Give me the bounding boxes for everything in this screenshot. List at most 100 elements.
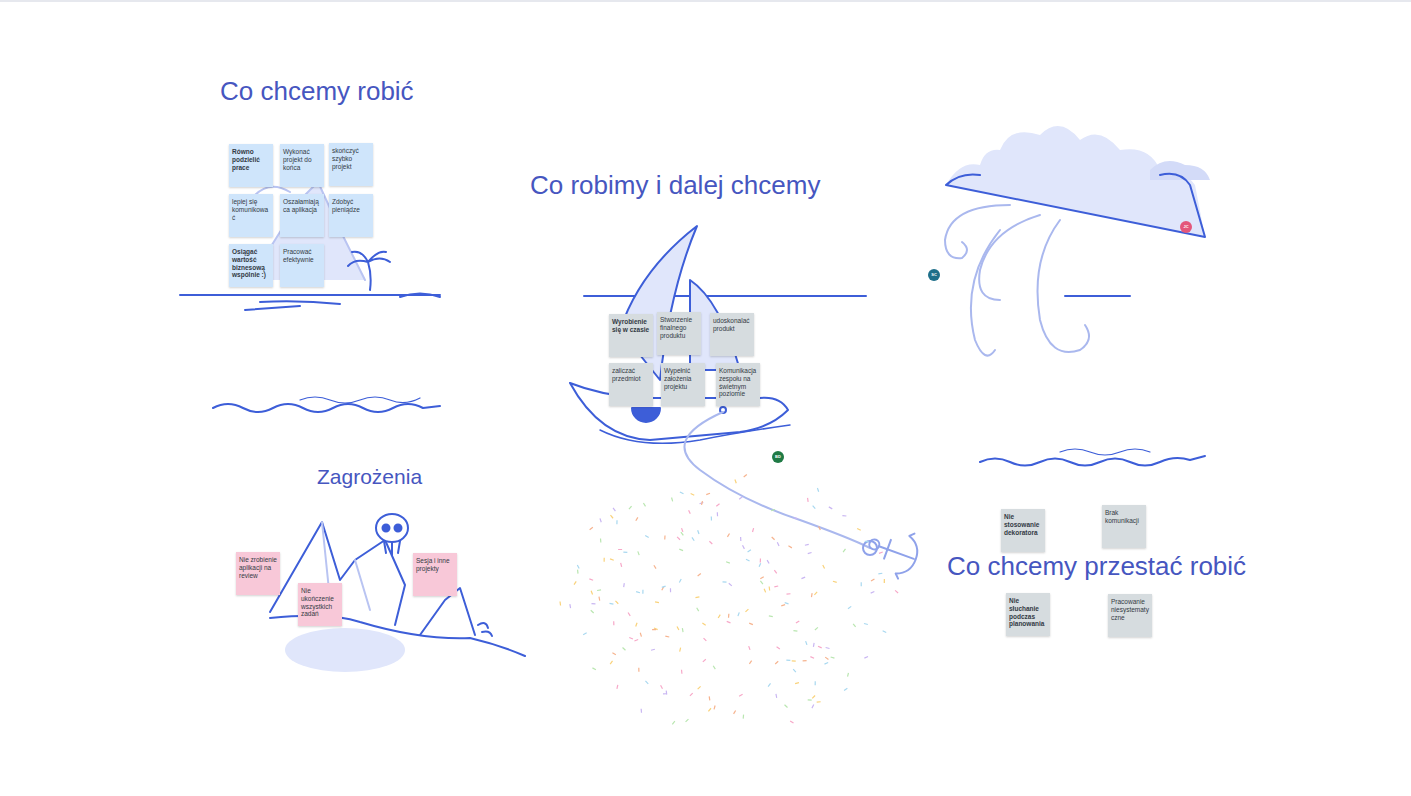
confetti-piece: [785, 603, 789, 604]
confetti-piece: [739, 694, 743, 696]
confetti-piece: [615, 601, 618, 604]
confetti-piece: [665, 636, 669, 638]
confetti-piece: [643, 503, 645, 506]
sticky-text: Oszałamiająca aplikacja: [283, 198, 321, 214]
confetti-piece: [847, 673, 849, 677]
sticky-text: Osiągać wartość biznesową wspólnie :): [232, 248, 270, 279]
confetti-piece: [600, 518, 601, 522]
confetti-piece: [764, 589, 766, 593]
sticky-text: Pracować efektywnie: [283, 248, 321, 264]
confetti-piece: [577, 570, 579, 574]
confetti-piece: [677, 537, 680, 540]
sticky-note: Wykonać projekt do końca: [280, 144, 324, 187]
confetti-piece: [636, 623, 637, 627]
sticky-text: skończyć szybko projekt: [332, 147, 370, 170]
confetti-piece: [884, 579, 885, 583]
confetti-piece: [767, 560, 769, 563]
sticky-text: lepiej się komunikować: [232, 198, 270, 221]
boat-porthole: [632, 408, 660, 422]
confetti-piece: [805, 544, 809, 546]
confetti-piece: [670, 588, 671, 592]
confetti-piece: [801, 577, 805, 579]
confetti: [560, 475, 898, 725]
confetti-piece: [591, 603, 595, 605]
confetti-piece: [604, 558, 605, 562]
confetti-piece: [871, 579, 874, 581]
confetti-piece: [739, 497, 742, 500]
confetti-piece: [734, 710, 736, 713]
sticky-note: skończyć szybko projekt: [329, 143, 373, 186]
sticky-note: Nie zrobienie aplikacji na review: [236, 552, 280, 595]
confetti-piece: [864, 657, 868, 659]
confetti-piece: [825, 657, 828, 659]
confetti-piece: [759, 563, 761, 567]
confetti-piece: [698, 530, 699, 534]
confetti-piece: [600, 538, 602, 542]
anchor-ring: [863, 541, 877, 555]
confetti-piece: [638, 668, 639, 672]
section-heading: Co chcemy przestać robić: [947, 551, 1246, 582]
confetti-piece: [716, 504, 719, 506]
confetti-piece: [680, 492, 684, 494]
sticky-text: Nie stosowanie dekoratora: [1004, 513, 1042, 536]
wind-swirl: [1038, 220, 1090, 352]
confetti-piece: [613, 621, 614, 625]
confetti-piece: [746, 559, 750, 561]
confetti-piece: [817, 488, 818, 492]
confetti-piece: [812, 696, 815, 699]
confetti-piece: [711, 517, 712, 521]
confetti-piece: [853, 624, 855, 627]
confetti-piece: [813, 506, 816, 509]
confetti-piece: [895, 590, 898, 593]
confetti-piece: [808, 552, 812, 553]
confetti-piece: [883, 631, 887, 633]
confetti-piece: [691, 494, 695, 496]
confetti-piece: [728, 614, 730, 618]
confetti-piece: [709, 541, 712, 544]
confetti-piece: [807, 498, 809, 502]
confetti-piece: [768, 683, 770, 686]
sticky-note: Nie stosowanie dekoratora: [1001, 509, 1045, 552]
confetti-piece: [629, 506, 632, 509]
sticky-text: Stworzenie finalnego produktu: [660, 316, 698, 339]
confetti-piece: [702, 623, 705, 625]
confetti-piece: [610, 559, 614, 560]
confetti-piece: [738, 612, 739, 616]
confetti-piece: [774, 570, 776, 573]
confetti-piece: [718, 615, 720, 618]
island-reflection: [245, 301, 340, 310]
confetti-piece: [861, 582, 862, 586]
confetti-piece: [682, 528, 683, 532]
confetti-piece: [879, 552, 883, 553]
confetti-piece: [819, 526, 821, 530]
confetti-piece: [629, 637, 633, 638]
sticky-note: Równo podzielić prace: [229, 144, 273, 187]
confetti-piece: [735, 479, 736, 483]
confetti-piece: [729, 583, 732, 586]
sticky-text: Wyrobienie się w czasie: [612, 318, 650, 334]
sticky-note: Pracowanie niesystematyczne: [1108, 594, 1152, 637]
sticky-note: Sesja i inne projekty: [413, 553, 457, 596]
confetti-piece: [698, 574, 701, 576]
confetti-piece: [815, 681, 816, 685]
confetti-piece: [681, 532, 683, 535]
confetti-piece: [743, 715, 745, 719]
confetti-piece: [806, 641, 807, 645]
confetti-piece: [616, 685, 618, 689]
confetti-piece: [679, 579, 681, 583]
confetti-piece: [592, 668, 596, 670]
confetti-piece: [636, 592, 640, 593]
sticky-note: Pracować efektywnie: [280, 244, 324, 287]
confetti-piece: [785, 705, 788, 708]
sticky-note: Osiągać wartość biznesową wspólnie :): [229, 244, 273, 287]
confetti-piece: [865, 541, 869, 543]
user-avatar: SC: [928, 269, 940, 281]
confetti-piece: [708, 708, 711, 711]
confetti-piece: [793, 669, 796, 672]
sticky-note: Oszałamiająca aplikacja: [280, 194, 324, 237]
cloud-outline: [946, 174, 1205, 237]
confetti-piece: [749, 661, 751, 664]
wave: [1060, 449, 1150, 455]
confetti-piece: [652, 629, 656, 630]
confetti-piece: [703, 659, 706, 662]
